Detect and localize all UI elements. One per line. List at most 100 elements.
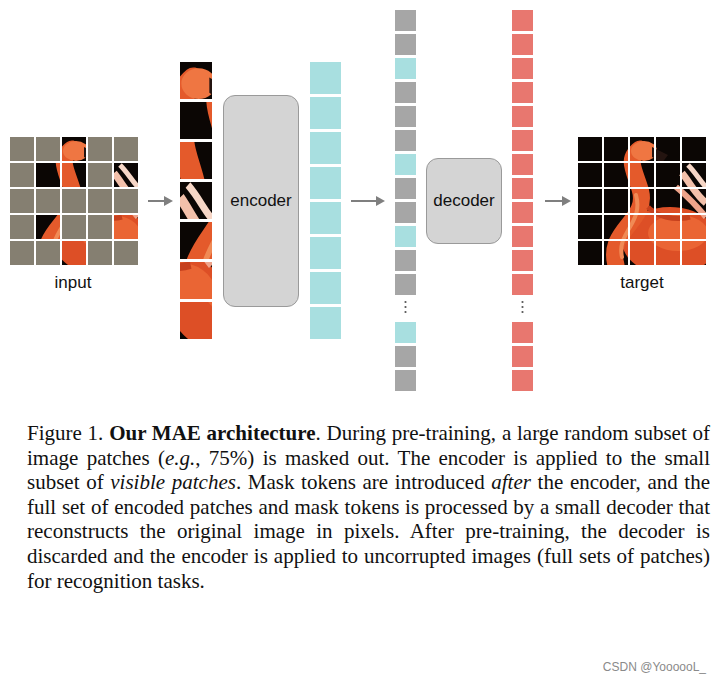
decoded-token: [512, 322, 533, 343]
mask-token: [395, 202, 416, 223]
network-box: decoder: [426, 158, 501, 244]
image-patch: [578, 137, 714, 275]
image-patch: [10, 137, 150, 275]
patch-content: [578, 137, 714, 275]
decoded-token: [512, 34, 533, 55]
masked-patch: [10, 189, 34, 213]
decoded-token: [512, 178, 533, 199]
caption-italic: e.g.: [165, 446, 195, 470]
encoded-token: [310, 272, 341, 304]
arrow-head: [562, 196, 571, 206]
decoded-token: [512, 250, 533, 271]
image-patch: [578, 137, 714, 275]
patch-content: [10, 137, 150, 275]
image-patch: [578, 137, 714, 275]
encoded-token: [310, 132, 341, 164]
patch-content: [578, 137, 714, 275]
decoded-token: [512, 274, 533, 295]
patch-content: [578, 137, 714, 275]
image-patch: [578, 137, 714, 275]
encoded-token: [310, 307, 341, 339]
image-patch: [578, 137, 714, 275]
patch-content: [578, 137, 714, 275]
mask-token: [395, 130, 416, 151]
patch-content: [10, 137, 150, 275]
image-patch: [578, 137, 714, 275]
image-patch: [10, 137, 150, 275]
patch-content: [10, 137, 150, 275]
ellipsis-dot: [521, 301, 523, 303]
encoded-token: [310, 202, 341, 234]
arrow-head: [164, 196, 173, 206]
decoded-token: [512, 370, 533, 391]
ellipsis-dot: [521, 306, 523, 308]
masked-patch: [88, 241, 112, 265]
image-patch: [578, 137, 714, 275]
image-patch: [578, 137, 714, 275]
watermark: CSDN @YoooooL_: [601, 660, 708, 674]
patch-content: [578, 137, 714, 275]
network-box: encoder: [223, 95, 299, 307]
patch-content: [578, 137, 714, 275]
image-patch: [578, 137, 714, 275]
image-patch: [578, 137, 714, 275]
patch-content: [578, 137, 714, 275]
patch-content: [10, 137, 150, 275]
image-patch: [578, 137, 714, 275]
image-patch: [578, 137, 714, 275]
masked-patch: [114, 189, 138, 213]
image-patch: [578, 137, 714, 275]
patch-content: [578, 137, 714, 275]
image-patch: [578, 137, 714, 275]
masked-patch: [88, 137, 112, 161]
masked-patch: [36, 189, 60, 213]
decoded-token: [512, 10, 533, 31]
image-label: input: [55, 273, 92, 293]
ellipsis-dot: [404, 311, 406, 313]
patch-content: [578, 137, 714, 275]
masked-patch: [10, 241, 34, 265]
mask-token: [395, 34, 416, 55]
box-label: encoder: [230, 191, 291, 211]
caption-bold: Our MAE architecture: [109, 421, 315, 445]
patch-content: [578, 137, 714, 275]
patch-content: [578, 137, 714, 275]
image-patch: [578, 137, 714, 275]
decoded-token: [512, 226, 533, 247]
image-label: target: [620, 273, 663, 293]
encoded-token: [310, 97, 341, 129]
masked-patch: [88, 215, 112, 239]
caption-italic: visible patches: [110, 470, 236, 494]
masked-patch: [114, 241, 138, 265]
mask-token: [395, 82, 416, 103]
image-patch: [578, 137, 714, 275]
image-patch: [578, 137, 714, 275]
image-patch: [578, 137, 714, 275]
patch-content: [578, 137, 714, 275]
patch-content: [578, 137, 714, 275]
patch-content: [578, 137, 714, 275]
image-patch: [578, 137, 714, 275]
image-patch: [10, 137, 150, 275]
encoded-token: [395, 322, 416, 343]
masked-patch: [36, 137, 60, 161]
masked-patch: [114, 137, 138, 161]
image-patch: [578, 137, 714, 275]
patch-content: [578, 137, 714, 275]
mask-token: [395, 106, 416, 127]
masked-patch: [10, 215, 34, 239]
patch-art: [10, 10, 714, 391]
decoded-token: [512, 106, 533, 127]
patch-content: [10, 137, 150, 275]
decoded-token: [512, 82, 533, 103]
masked-patch: [10, 163, 34, 187]
masked-patch: [88, 189, 112, 213]
mask-token: [395, 178, 416, 199]
mask-token: [395, 250, 416, 271]
patch-content: [578, 137, 714, 275]
masked-patch: [62, 215, 86, 239]
patch-content: [10, 137, 150, 275]
patch-content: [578, 137, 714, 275]
ellipsis-dot: [404, 306, 406, 308]
